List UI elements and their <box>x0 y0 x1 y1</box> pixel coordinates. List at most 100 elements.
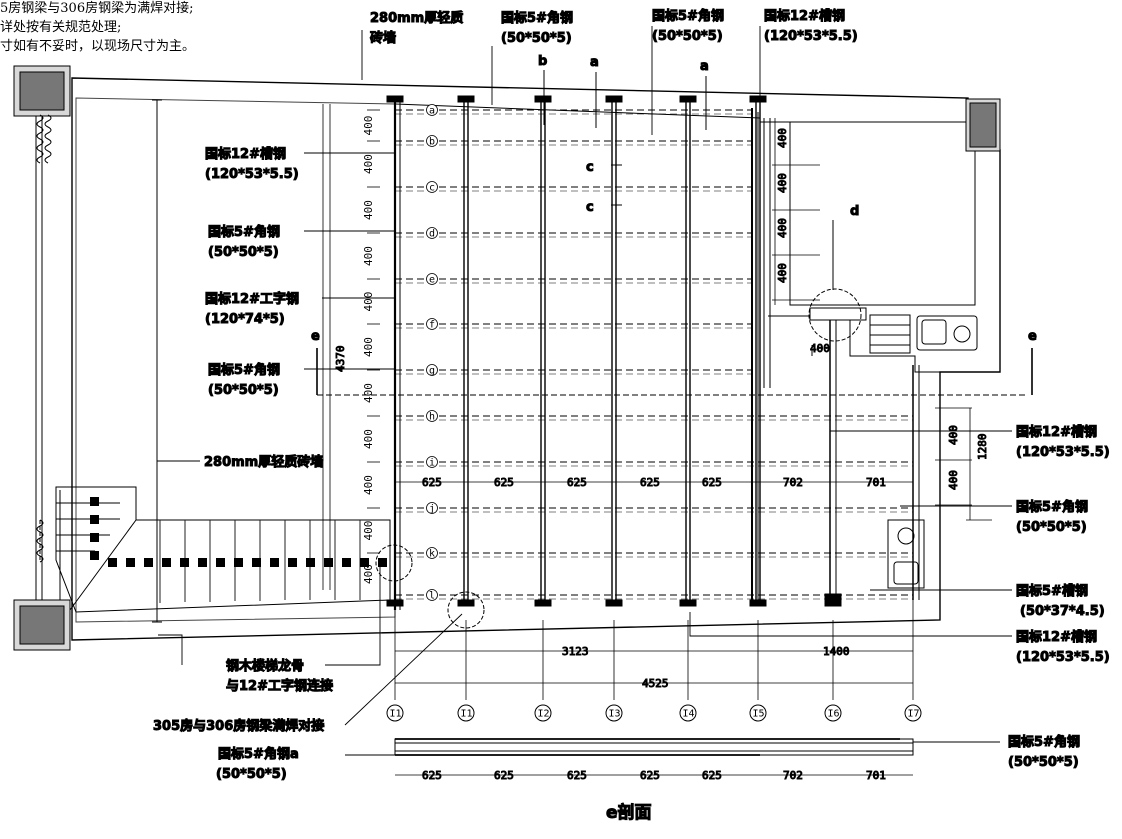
section-title: e剖面 <box>606 802 652 823</box>
sec-bay-4: 625 <box>640 769 660 782</box>
row-letter: h <box>429 412 435 423</box>
label-angle-top-2: 国标5#角钢 <box>652 8 724 24</box>
label-wall-top-1: 280mm厚轻质 <box>370 10 463 26</box>
row-letter-circle <box>426 502 438 514</box>
grid-axis-label: I5 <box>753 709 765 720</box>
marker-a-2: a <box>700 59 709 74</box>
label-channel-left-spec: (120*53*5.5) <box>205 167 299 182</box>
grid-axis-circle <box>386 704 404 722</box>
marker-e-right: e <box>1028 329 1037 344</box>
dim-r-400-5: 400 <box>947 425 960 445</box>
dim-3123: 3123 <box>562 645 589 658</box>
sec-bay-6: 702 <box>783 769 803 782</box>
secondary-beams <box>395 109 913 600</box>
main-beams <box>386 95 842 610</box>
label-channel-r3: 国标12#槽钢 <box>1016 629 1097 645</box>
row-letter-circle <box>426 547 438 559</box>
label-angle-a: 国标5#角钢a <box>218 746 299 762</box>
spacing-label-400: 400 <box>362 521 375 541</box>
plan-bay-5: 625 <box>702 476 722 489</box>
note-line-2: 详处按有关规范处理; <box>0 20 122 35</box>
sink-fixture <box>869 314 978 354</box>
label-channel-r3-spec: (120*53*5.5) <box>1016 650 1110 665</box>
beam-flange-top <box>457 95 475 103</box>
row-letter: c <box>429 183 435 194</box>
washbasin-fixture <box>887 519 925 589</box>
label-ibeam-left: 国标12#工字钢 <box>205 291 299 307</box>
plan-bay-4: 625 <box>640 476 660 489</box>
label-angle-top-1-spec: (50*50*5) <box>501 31 572 46</box>
spacing-label-400: 400 <box>362 292 375 312</box>
grid-axis-circle <box>534 704 552 722</box>
spacing-label-400: 400 <box>362 337 375 357</box>
dim-4525: 4525 <box>642 677 669 690</box>
row-letter: d <box>429 229 435 240</box>
wall-insulation-symbol <box>36 114 52 164</box>
left-height-dimension <box>152 99 331 623</box>
dim-400-horizontal: 400 <box>810 342 830 355</box>
plan-bay-3: 625 <box>567 476 587 489</box>
corner-columns <box>13 65 1001 651</box>
dim-r-400-2: 400 <box>776 173 789 193</box>
label-angle-r2-spec: (50*50*5) <box>1008 755 1079 770</box>
grid-axis-label: I1 <box>461 709 473 720</box>
label-angle-r1-spec: (50*50*5) <box>1016 520 1087 535</box>
spacing-label-400: 400 <box>362 116 375 136</box>
label-wall-left: 280mm厚轻质砖墙 <box>204 454 323 470</box>
row-letter: b <box>429 137 435 148</box>
detail-circle-d <box>808 288 862 342</box>
marker-a-1: a <box>590 55 599 70</box>
grid-axis-circle <box>679 704 697 722</box>
spacing-label-400: 400 <box>362 383 375 403</box>
spacing-label-400: 400 <box>362 246 375 266</box>
row-letter-circle <box>426 135 438 147</box>
beam-flange-bottom <box>457 599 475 607</box>
label-stair-1: 钢木楼梯龙骨 <box>226 658 304 674</box>
marker-d: d <box>850 204 859 219</box>
row-letter-circle <box>426 227 438 239</box>
sec-bay-1: 625 <box>422 769 442 782</box>
spacing-label-400: 400 <box>362 200 375 220</box>
row-letter: k <box>429 549 435 560</box>
row-letter-circle <box>426 318 438 330</box>
row-letter-circle <box>426 410 438 422</box>
right-spacing-dims <box>772 118 992 521</box>
dim-total-height: 4370 <box>334 346 347 373</box>
row-letter: i <box>429 458 435 469</box>
label-channel-r2: 国标5#槽钢 <box>1016 583 1088 599</box>
label-angle-left-1: 国标5#角钢 <box>208 224 280 240</box>
beam-flange-bottom <box>679 599 697 607</box>
label-channel-top-spec: (120*53*5.5) <box>764 29 858 44</box>
sec-bay-5: 625 <box>702 769 722 782</box>
detail-circle-weld <box>447 591 485 629</box>
beam-flange-top <box>749 95 767 103</box>
label-angle-top-2-spec: (50*50*5) <box>652 29 723 44</box>
grid-axis-circle <box>457 704 475 722</box>
row-letter-circle <box>426 104 438 116</box>
grid-axis-circle <box>824 704 842 722</box>
label-channel-r1-spec: (120*53*5.5) <box>1016 445 1110 460</box>
dim-r-400-4: 400 <box>776 263 789 283</box>
label-channel-r1: 国标12#槽钢 <box>1016 424 1097 440</box>
label-angle-r2: 国标5#角钢 <box>1008 734 1080 750</box>
label-ibeam-left-spec: (120*74*5) <box>205 312 285 327</box>
row-letter: g <box>429 366 435 377</box>
plan-bay-6: 702 <box>783 476 803 489</box>
grid-axis-label: I4 <box>683 709 695 720</box>
note-line-1: 5房钢梁与306房钢梁为满焊对接; <box>0 1 194 16</box>
marker-b: b <box>538 54 547 69</box>
label-angle-left-2-spec: (50*50*5) <box>208 383 279 398</box>
row-letter: l <box>429 591 435 602</box>
beam-flange-top <box>534 95 552 103</box>
section-markers <box>316 70 1033 396</box>
label-angle-a-spec: (50*50*5) <box>216 767 287 782</box>
e-section-strip <box>394 738 914 776</box>
grid-axis-circle <box>904 704 922 722</box>
grid-axis-label: I3 <box>609 709 621 720</box>
dim-r-400-1: 400 <box>776 128 789 148</box>
row-letter: j <box>429 504 435 515</box>
spacing-label-400: 400 <box>362 475 375 495</box>
label-channel-left: 国标12#槽钢 <box>205 146 286 162</box>
